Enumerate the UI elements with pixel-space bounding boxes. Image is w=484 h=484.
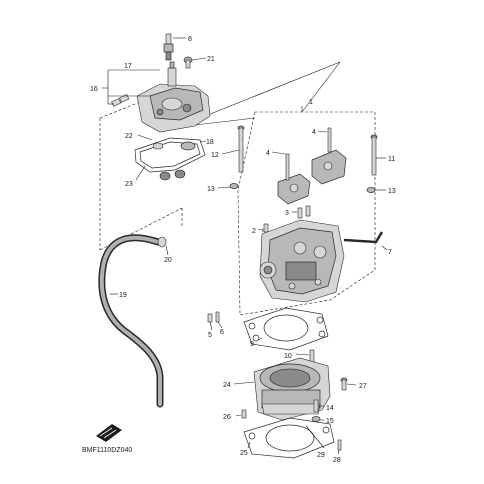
callout-16: 16	[90, 86, 98, 93]
callout-24: 24	[223, 382, 231, 389]
head-bolt-right	[370, 134, 378, 176]
reference-line	[99, 93, 161, 119]
callout-13b: 13	[388, 188, 396, 195]
drain-bolt	[313, 399, 319, 413]
diagram-code: BMF1110DZ040	[82, 447, 132, 454]
callout-2: 2	[252, 228, 256, 235]
breather-hose	[98, 234, 164, 408]
callout-9: 9	[250, 341, 254, 348]
cam-cap-left	[277, 153, 311, 205]
callout-27: 27	[359, 383, 367, 390]
spark-plug-seal	[152, 141, 196, 151]
callout-14: 14	[326, 405, 334, 412]
callout-23: 23	[125, 181, 133, 188]
head-cover-gasket	[134, 137, 206, 173]
callout-20: 20	[164, 257, 172, 264]
front-direction-icon	[96, 424, 122, 442]
dowel-pins	[297, 205, 311, 219]
callout-3: 3	[285, 210, 289, 217]
oil-pipe	[309, 349, 315, 363]
callout-25: 25	[240, 450, 248, 457]
reference-line	[301, 61, 341, 113]
callout-12: 12	[211, 152, 219, 159]
cover-grommet	[111, 94, 130, 107]
callout-19: 19	[119, 292, 127, 299]
cam-cap-seals	[159, 169, 186, 181]
callout-4b: 4	[266, 150, 270, 157]
callout-7: 7	[388, 249, 392, 256]
cylinder-base-gasket	[243, 417, 335, 459]
washer-right	[366, 187, 376, 193]
callout-18: 18	[206, 139, 214, 146]
callout-4a: 4	[312, 129, 316, 136]
o-ring-pin	[337, 439, 342, 451]
cylinder-block	[253, 357, 331, 421]
callout-29: 29	[317, 452, 325, 459]
cylinder-bolt	[340, 377, 348, 391]
locating-pin	[263, 223, 269, 233]
callout-22: 22	[125, 133, 133, 140]
cylinder-head-cover	[136, 61, 211, 133]
hose-clip	[157, 236, 167, 248]
callout-1: 1	[309, 99, 313, 106]
callout-13a: 13	[207, 186, 215, 193]
water-pipe	[343, 231, 384, 244]
callout-15: 15	[326, 418, 334, 425]
cylinder-head-gasket	[243, 307, 329, 351]
callout-5: 5	[208, 332, 212, 339]
cover-bolt	[183, 56, 193, 69]
callout-10: 10	[284, 353, 292, 360]
cylinder-head	[259, 219, 345, 303]
callout-28: 28	[333, 457, 341, 464]
washer-left	[229, 183, 239, 189]
callout-11: 11	[388, 156, 395, 163]
callout-6: 6	[220, 329, 224, 336]
head-bolt-left	[237, 125, 245, 173]
callout-26: 26	[223, 414, 231, 421]
spark-plug	[163, 33, 174, 61]
callout-17: 17	[124, 63, 132, 70]
callout-8: 8	[188, 36, 192, 43]
cylinder-head-assembly-box	[237, 111, 376, 316]
drain-washer	[311, 416, 321, 422]
dowel-pin-small	[215, 311, 220, 323]
cam-cap-right	[311, 127, 347, 185]
callout-21: 21	[207, 56, 215, 63]
cylinder-dowel	[241, 409, 247, 419]
stud-bolt	[207, 313, 213, 323]
